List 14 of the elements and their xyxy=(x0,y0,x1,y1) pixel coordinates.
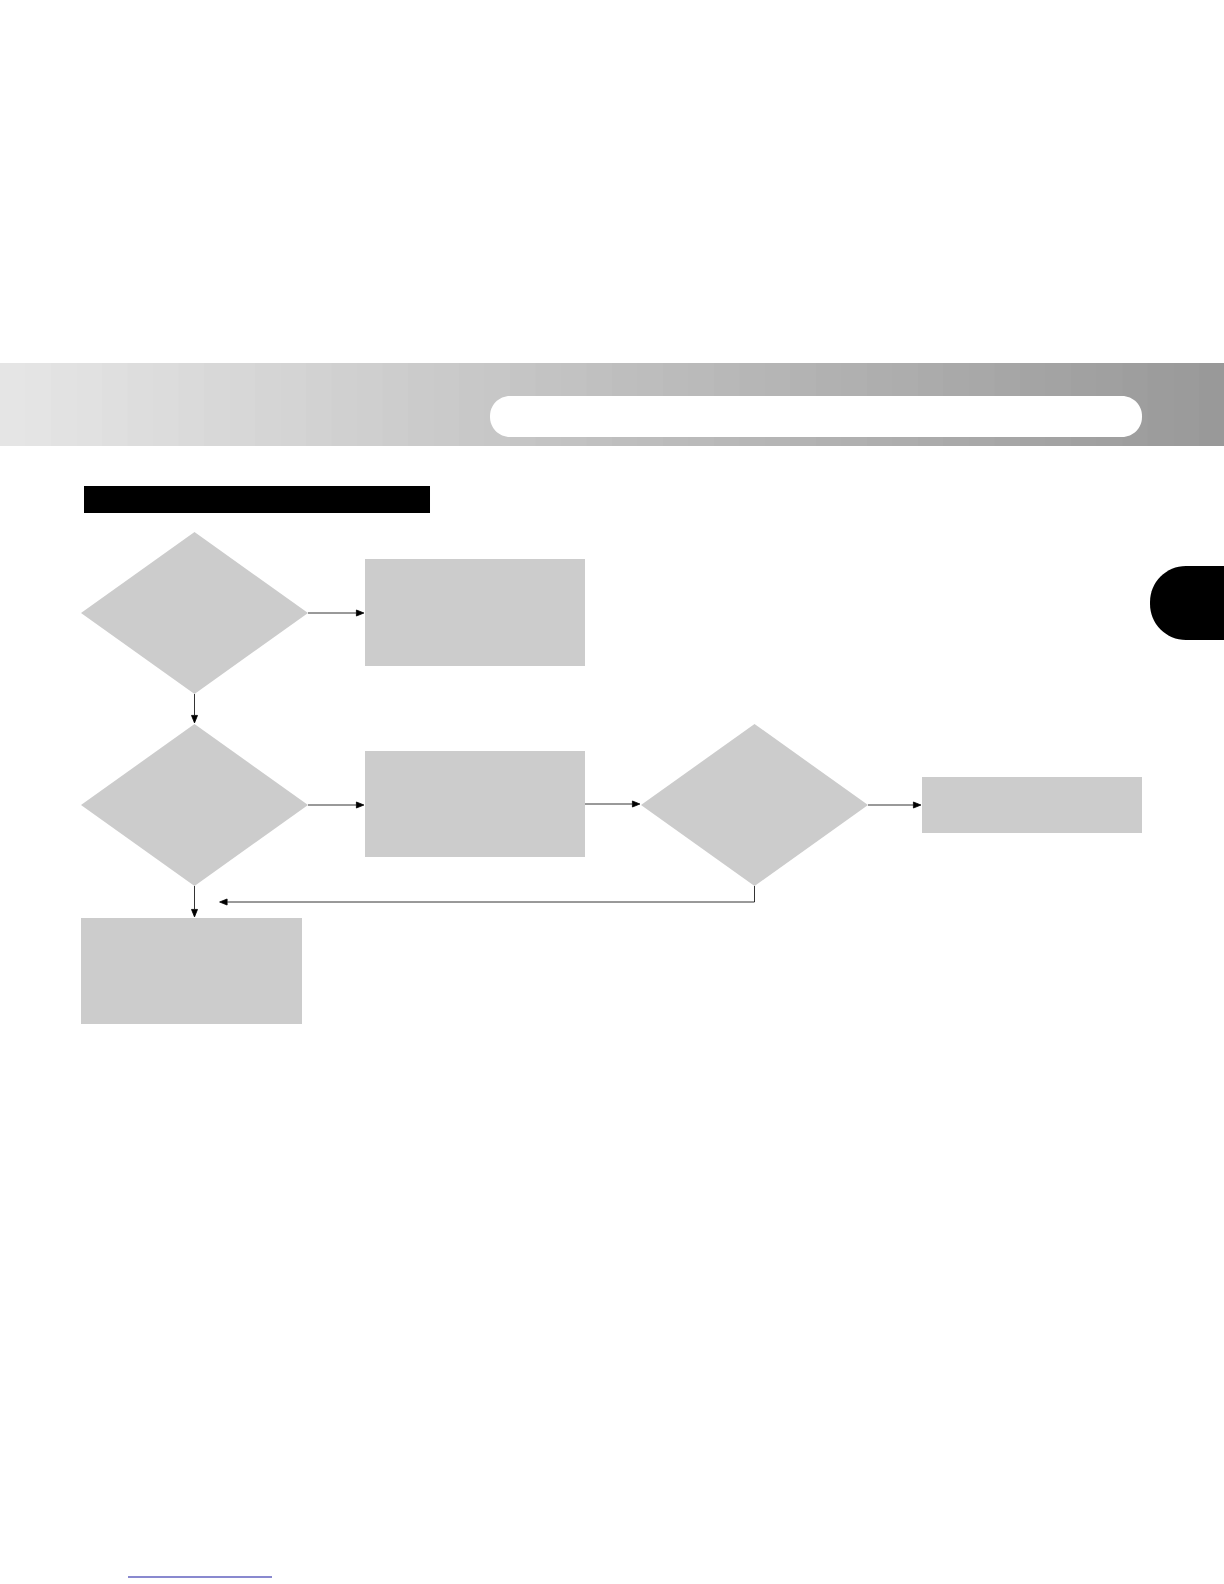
arrow xyxy=(307,609,365,617)
arrow xyxy=(191,885,198,918)
arrow xyxy=(219,885,755,906)
arrow xyxy=(867,801,922,809)
process-box xyxy=(365,751,585,857)
decision-diamond xyxy=(81,724,308,886)
arrow xyxy=(191,693,198,724)
decision-diamond xyxy=(81,532,308,694)
process-box xyxy=(365,559,585,666)
decision-diamond xyxy=(641,724,868,886)
process-box xyxy=(922,777,1142,833)
arrow xyxy=(307,801,365,809)
arrow xyxy=(584,800,641,808)
process-box xyxy=(81,918,302,1024)
